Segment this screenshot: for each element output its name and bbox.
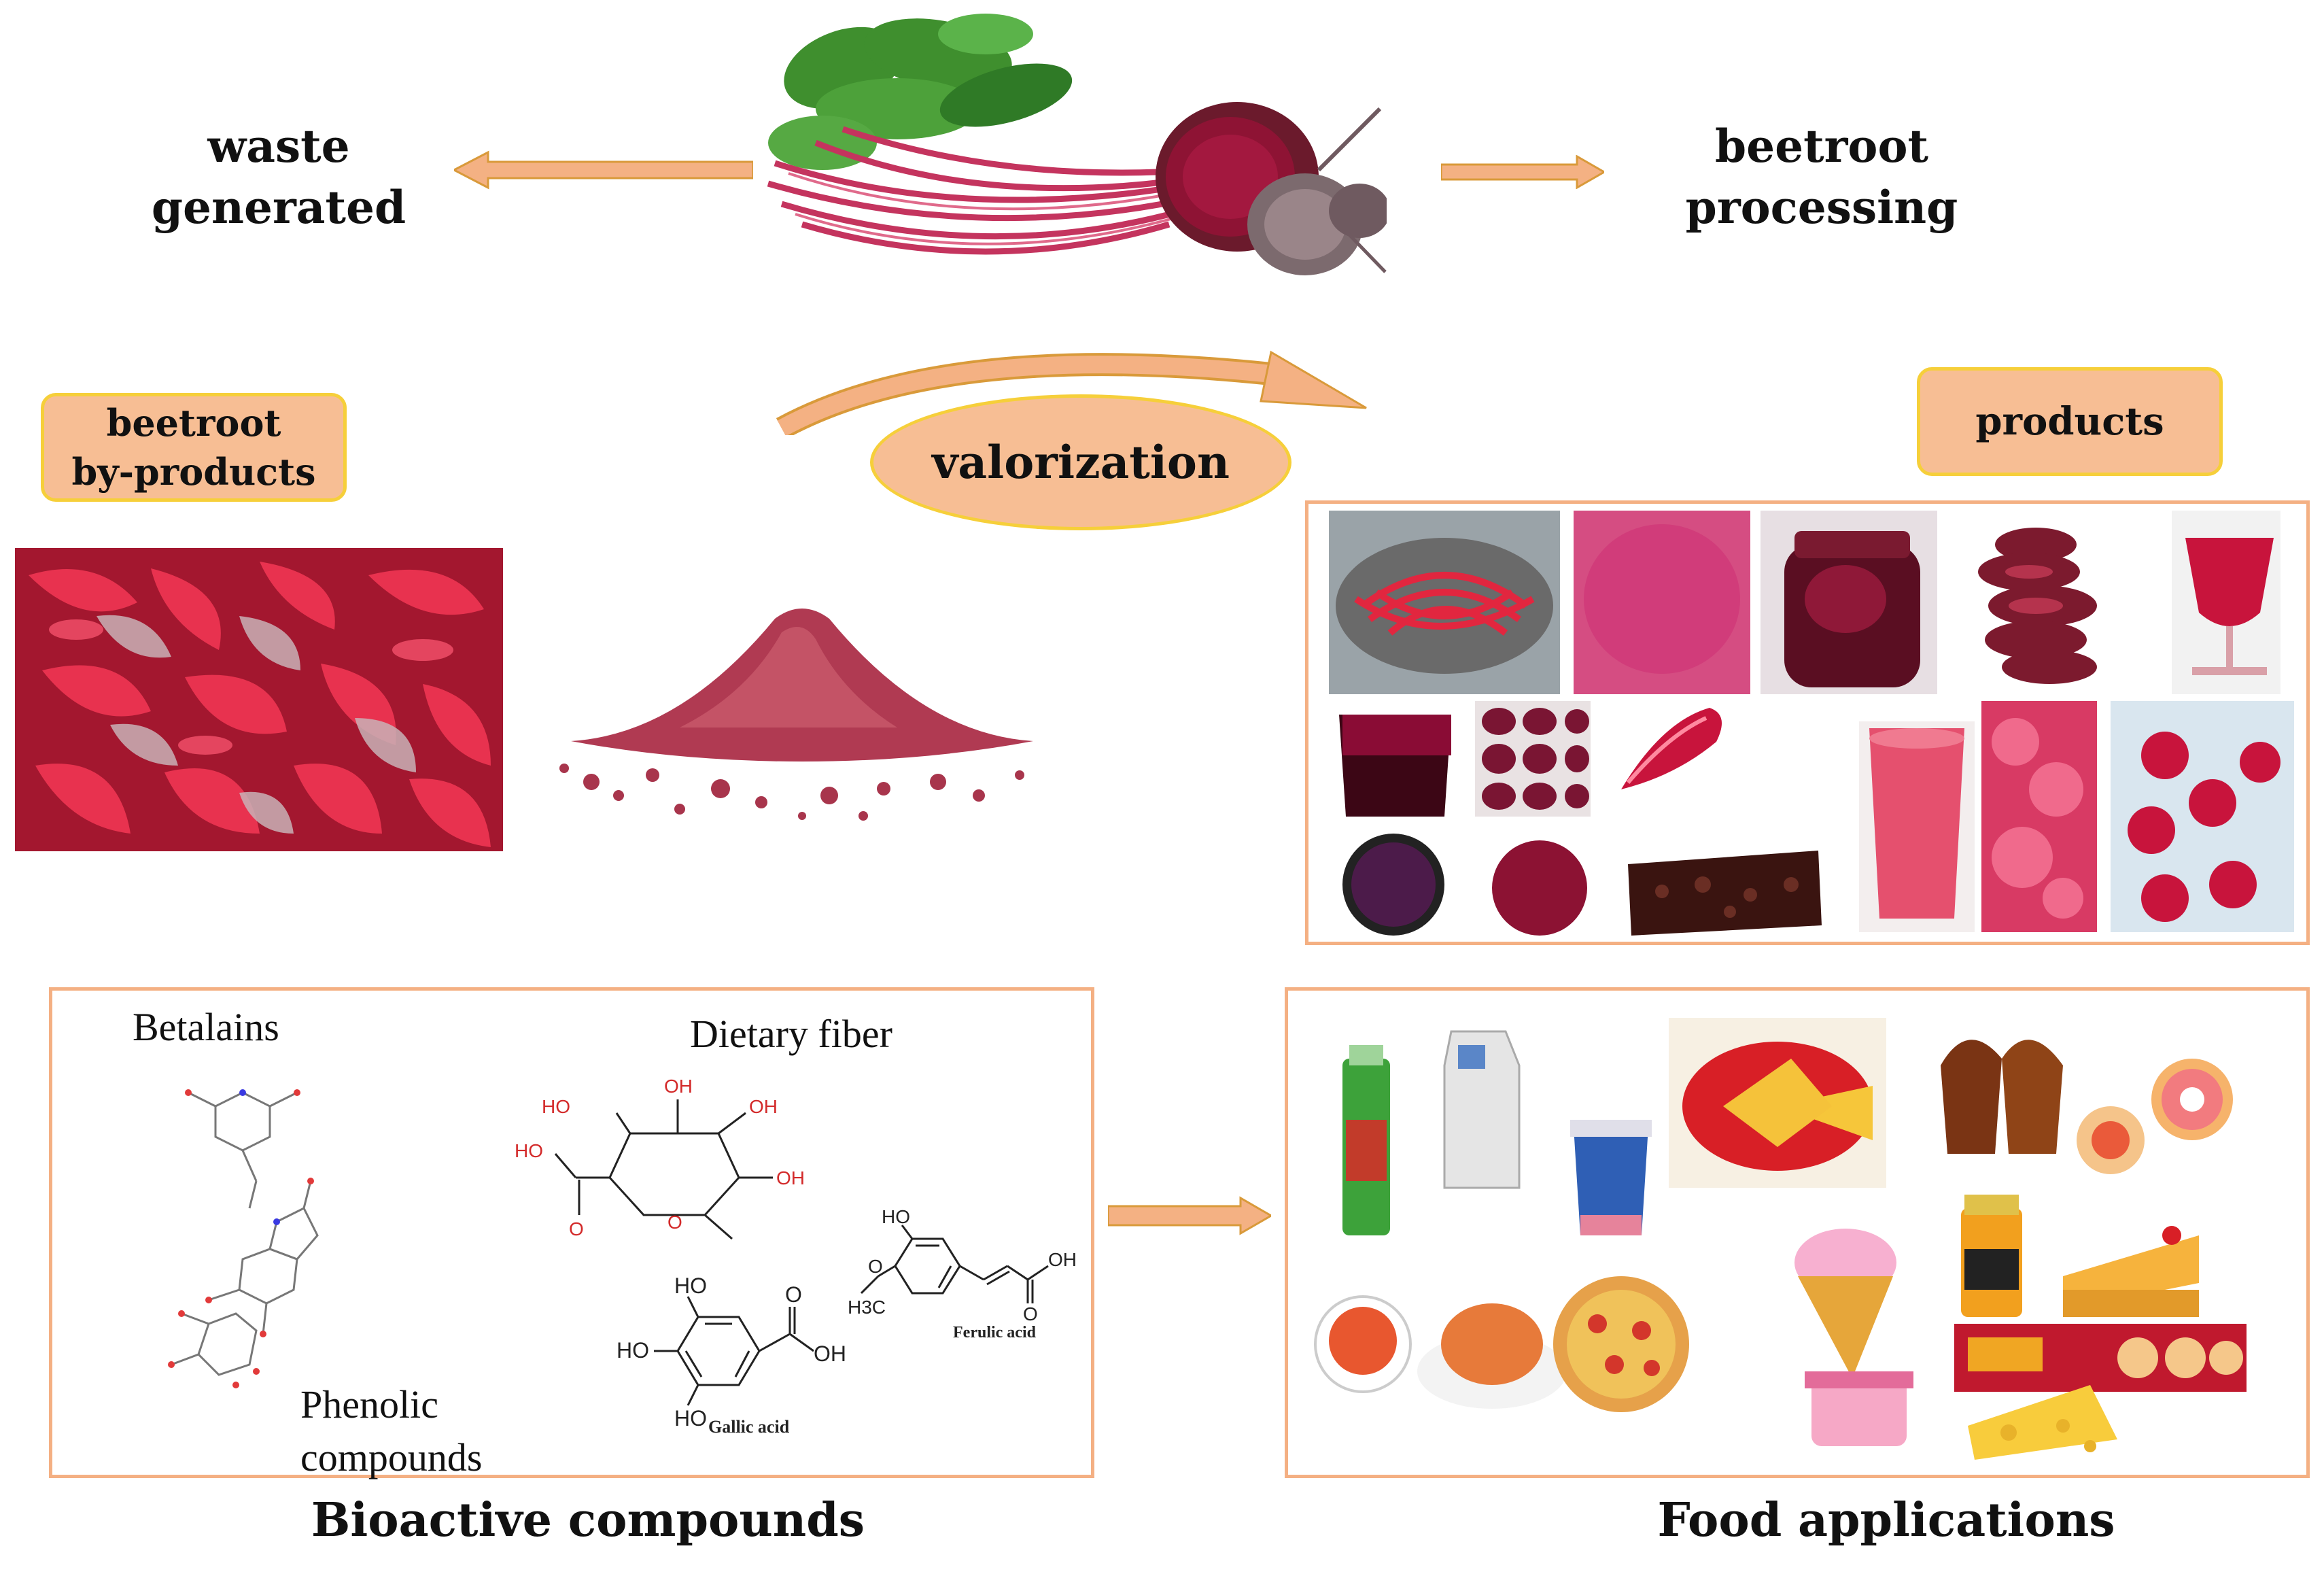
fiber-oh-3: OH	[776, 1167, 805, 1188]
dietary-fiber-label: Dietary fiber	[690, 1012, 892, 1056]
phenolic-line1: Phenolic	[300, 1382, 438, 1426]
bioactive-compounds-title: Bioactive compounds	[311, 1493, 865, 1547]
food-applications-title: Food applications	[1657, 1493, 2115, 1547]
arrow-to-waste	[454, 150, 753, 190]
fiber-ho-2: HO	[515, 1140, 543, 1161]
processing-label-line2: processing	[1685, 181, 1958, 234]
arrow-to-food-applications	[1108, 1195, 1271, 1236]
byproducts-label-line1: beetroot	[106, 401, 281, 445]
phenolic-compounds-label: Phenolic compounds	[300, 1378, 482, 1484]
beetroot-bunch-image	[761, 7, 1387, 299]
products-frame	[1305, 500, 2310, 945]
gallic-ho-1: HO	[674, 1276, 707, 1298]
fiber-o-ring: O	[667, 1212, 682, 1233]
valorization-ellipse: valorization	[870, 394, 1291, 530]
beetroot-processing-label: beetroot processing	[1659, 116, 1985, 238]
betalains-label: Betalains	[133, 1005, 279, 1049]
gallic-acid-label: Gallic acid	[708, 1417, 790, 1437]
phenolic-line2: compounds	[300, 1435, 483, 1479]
fiber-ho-1: HO	[542, 1096, 570, 1117]
processing-label-line1: beetroot	[1715, 120, 1928, 173]
waste-generated-label: waste generated	[136, 116, 421, 238]
beet-peel-image	[15, 548, 503, 851]
ferulic-acid-structure: HO O H3C OH O Ferulic acid	[848, 1208, 1077, 1341]
betalain-structure	[168, 1089, 319, 1388]
ferulic-h3c: H3C	[848, 1297, 886, 1318]
ferulic-o: O	[1023, 1303, 1038, 1324]
beet-powder-image	[544, 537, 1047, 850]
gallic-ho-2: HO	[617, 1338, 649, 1363]
byproducts-label-box: beetroot by-products	[41, 393, 347, 502]
waste-label-line1: waste	[207, 120, 350, 173]
gallic-oh: OH	[814, 1341, 846, 1366]
valorization-label: valorization	[932, 436, 1230, 489]
waste-label-line2: generated	[151, 181, 406, 234]
dietary-fiber-structure: HO OH OH OH O HO O	[515, 1076, 805, 1240]
products-label: products	[1975, 399, 2164, 444]
fiber-oh-1: OH	[664, 1076, 693, 1097]
ferulic-acid-label: Ferulic acid	[953, 1324, 1037, 1341]
fiber-oh-2: OH	[749, 1096, 778, 1117]
ferulic-ho: HO	[882, 1208, 910, 1227]
valorization-arrow	[768, 333, 1393, 435]
gallic-ho-3: HO	[674, 1406, 707, 1431]
ferulic-oh: OH	[1048, 1249, 1077, 1270]
food-icons	[1314, 1018, 2247, 1460]
ferulic-o-methoxy: O	[868, 1256, 883, 1277]
food-applications-frame	[1285, 987, 2310, 1478]
gallic-o: O	[785, 1282, 802, 1307]
byproducts-label-line2: by-products	[71, 450, 316, 494]
products-label-box: products	[1917, 367, 2223, 476]
fiber-o-carbonyl: O	[569, 1218, 584, 1239]
arrow-to-processing	[1441, 155, 1604, 189]
gallic-acid-structure: HO HO HO O OH Gallic acid	[617, 1276, 846, 1437]
bioactive-compounds-frame: Betalains Dietary fiber Phenolic compoun…	[49, 987, 1094, 1479]
food-product-images	[1329, 511, 2294, 942]
